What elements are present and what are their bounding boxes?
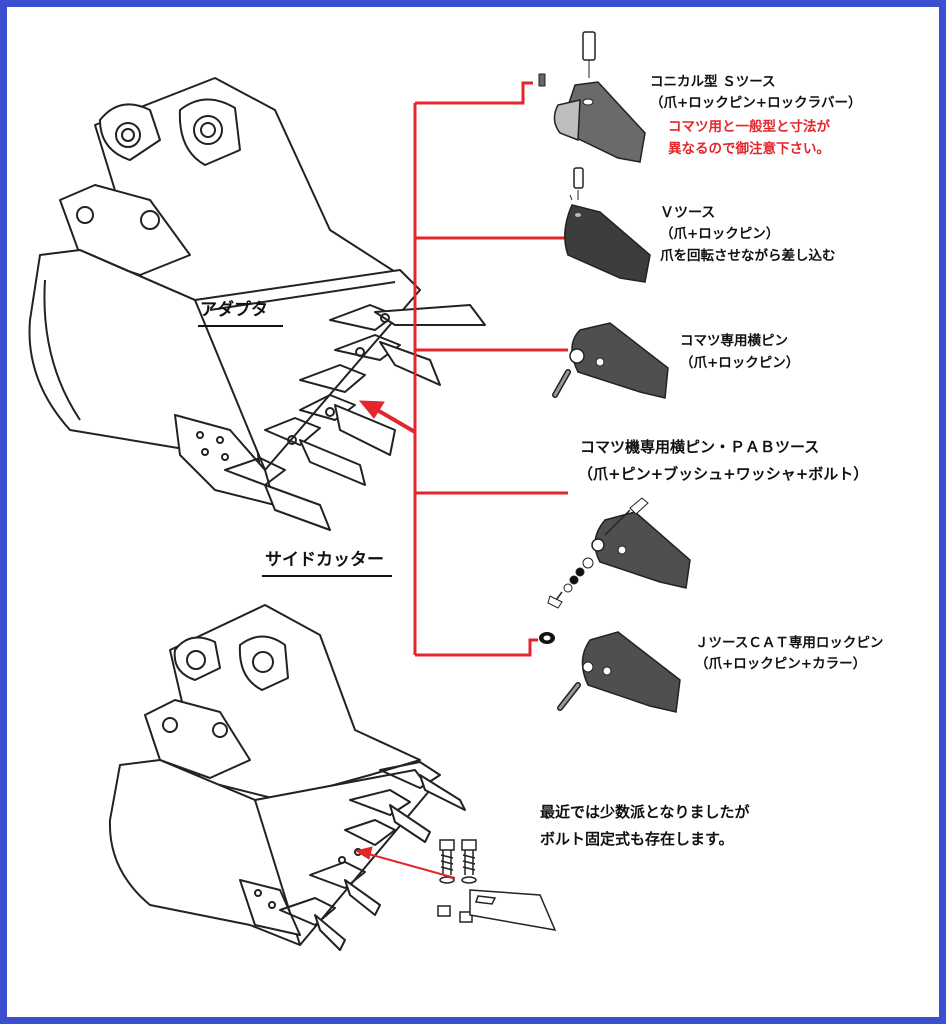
pab-tooth-illustration — [547, 497, 691, 609]
bolt-fixing-parts-drawing — [437, 839, 557, 931]
bolt-note-line1: 最近では少数派となりましたが — [540, 803, 750, 821]
conical-s-tooth-warning-line1: コマツ用と一般型と寸法が — [668, 119, 830, 135]
j-tooth-cat-illustration — [539, 631, 681, 713]
komatsu-side-pin-parts: （爪+ロックピン） — [680, 355, 800, 371]
side-cutter-underline — [262, 575, 392, 577]
lower-bucket-drawing — [108, 604, 466, 951]
upper-bucket-drawing — [28, 77, 486, 531]
komatsu-side-pin-tooth-illustration — [552, 322, 669, 399]
j-tooth-cat-name: ＪツースＣＡＴ専用ロックピン — [695, 635, 884, 651]
side-cutter-label: サイドカッター — [265, 550, 384, 570]
v-tooth-name: Ｖツース — [660, 205, 716, 221]
komatsu-side-pin-name: コマツ専用横ピン — [680, 333, 788, 349]
v-tooth-parts: （爪+ロックピン） — [660, 226, 780, 242]
adapter-underline — [198, 325, 283, 327]
j-tooth-cat-parts: （爪+ロックピン+カラー） — [695, 656, 867, 672]
conical-s-tooth-warning-line2: 異なるので御注意下さい。 — [668, 141, 830, 157]
adapter-label: アダプタ — [200, 300, 268, 320]
red-arrows — [354, 400, 456, 879]
conical-s-tooth-parts: （爪+ロックピン+ロックラバー） — [650, 95, 862, 111]
v-tooth-note: 爪を回転させながら差し込む — [660, 248, 836, 264]
bolt-note-line2: ボルト固定式も存在します。 — [540, 830, 734, 848]
pab-tooth-name: コマツ機専用横ピン・ＰＡＢツース — [580, 438, 820, 456]
conical-s-tooth-name: コニカル型 Ｓツース — [650, 74, 776, 90]
pab-tooth-parts: （爪+ピン+ブッシュ+ワッシャ+ボルト） — [578, 465, 869, 483]
conical-s-tooth-illustration — [538, 31, 646, 163]
connector-lines — [413, 81, 568, 657]
v-tooth-illustration — [564, 167, 651, 283]
